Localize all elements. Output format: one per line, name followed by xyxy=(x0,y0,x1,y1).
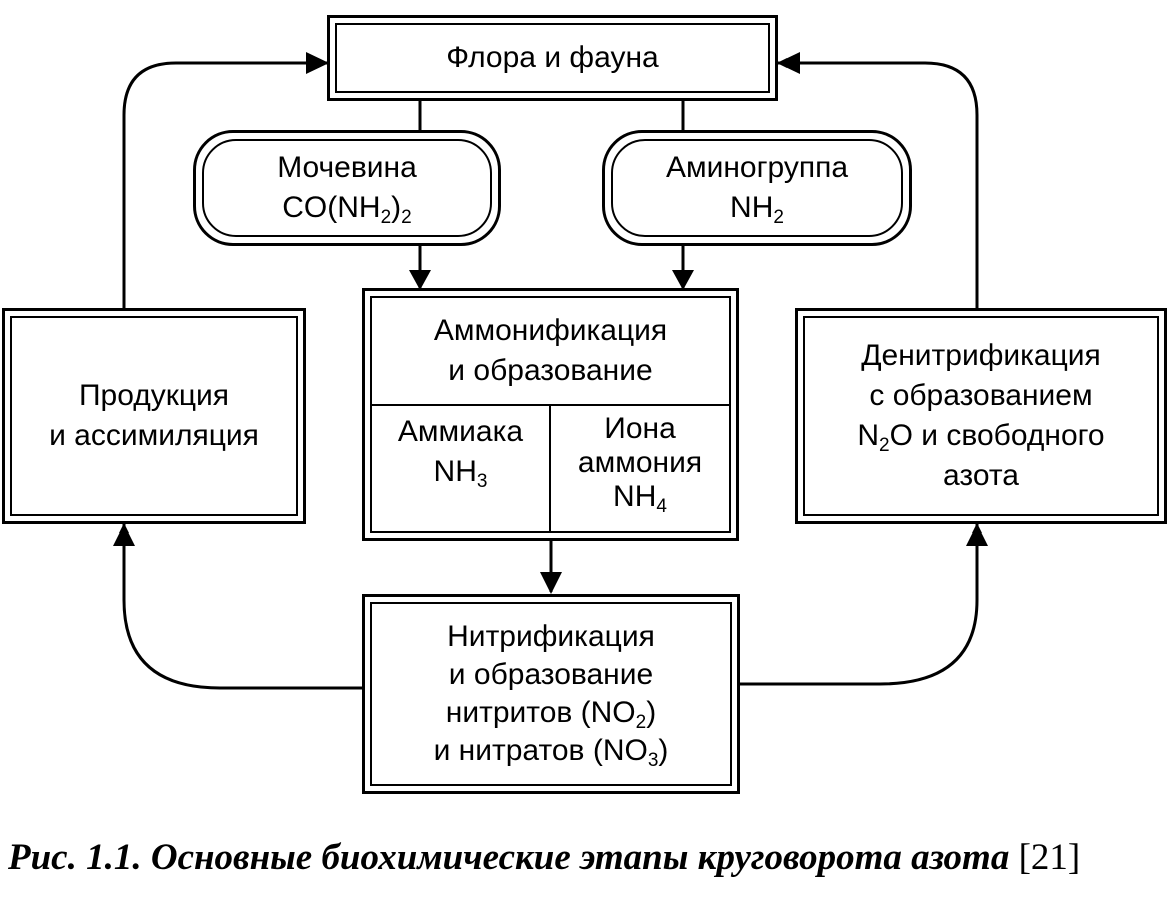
nitrite-formula: нитритов (NO2) xyxy=(445,696,657,733)
nitrate-formula: и нитратов (NO3) xyxy=(433,734,669,771)
ammonium-formula: NH4 xyxy=(613,480,667,517)
arrow-nitrification-to-denitrification xyxy=(740,523,982,686)
arrow-production-to-flora xyxy=(122,58,328,308)
arrowhead-nitrification xyxy=(540,572,562,594)
arrowhead-flora-left xyxy=(306,52,329,74)
denitrification-box: Денитрификация с образованием N2O и своб… xyxy=(795,308,1167,524)
production-box: Продукция и ассимиляция xyxy=(2,308,306,524)
urea-formula: CO(NH2)2 xyxy=(282,191,412,228)
caption-text: Рис. 1.1. Основные биохимические этапы к… xyxy=(8,837,1010,878)
arrowhead-amino xyxy=(672,270,694,290)
ammonia-cell: Аммиака NH3 xyxy=(372,406,551,531)
ammonium-cell: Иона аммония NH4 xyxy=(577,412,703,517)
arrowhead-denitrification xyxy=(966,524,988,546)
ammonia-formula: NH3 xyxy=(433,455,488,492)
figure-caption: Рис. 1.1. Основные биохимические этапы к… xyxy=(8,836,1168,879)
arrowhead-production xyxy=(113,524,135,546)
arrow-denitrification-to-flora xyxy=(777,58,979,308)
amino-group-box: Аминогруппа NH2 xyxy=(602,130,912,246)
amino-group-label: Аминогруппа xyxy=(665,151,849,184)
urea-box: Мочевина CO(NH2)2 xyxy=(193,130,501,246)
arrow-nitrification-to-production xyxy=(119,523,362,690)
caption-reference: [21] xyxy=(1018,837,1081,878)
flora-fauna-box: Флора и фауна xyxy=(327,15,778,101)
denitrification-formula: N2O и свободного xyxy=(857,419,1105,456)
ammonification-header: Аммонификация и образование xyxy=(372,298,729,406)
ammonification-box: Аммонификация и образование Аммиака NH3 … xyxy=(362,288,739,541)
arrowhead-urea xyxy=(409,270,431,290)
amino-group-formula: NH2 xyxy=(730,191,784,228)
arrowhead-flora-right xyxy=(777,52,800,74)
nitrification-box: Нитрификация и образование нитритов (NO2… xyxy=(362,594,740,794)
urea-label: Мочевина xyxy=(277,151,417,184)
flora-fauna-label: Флора и фауна xyxy=(446,41,659,74)
